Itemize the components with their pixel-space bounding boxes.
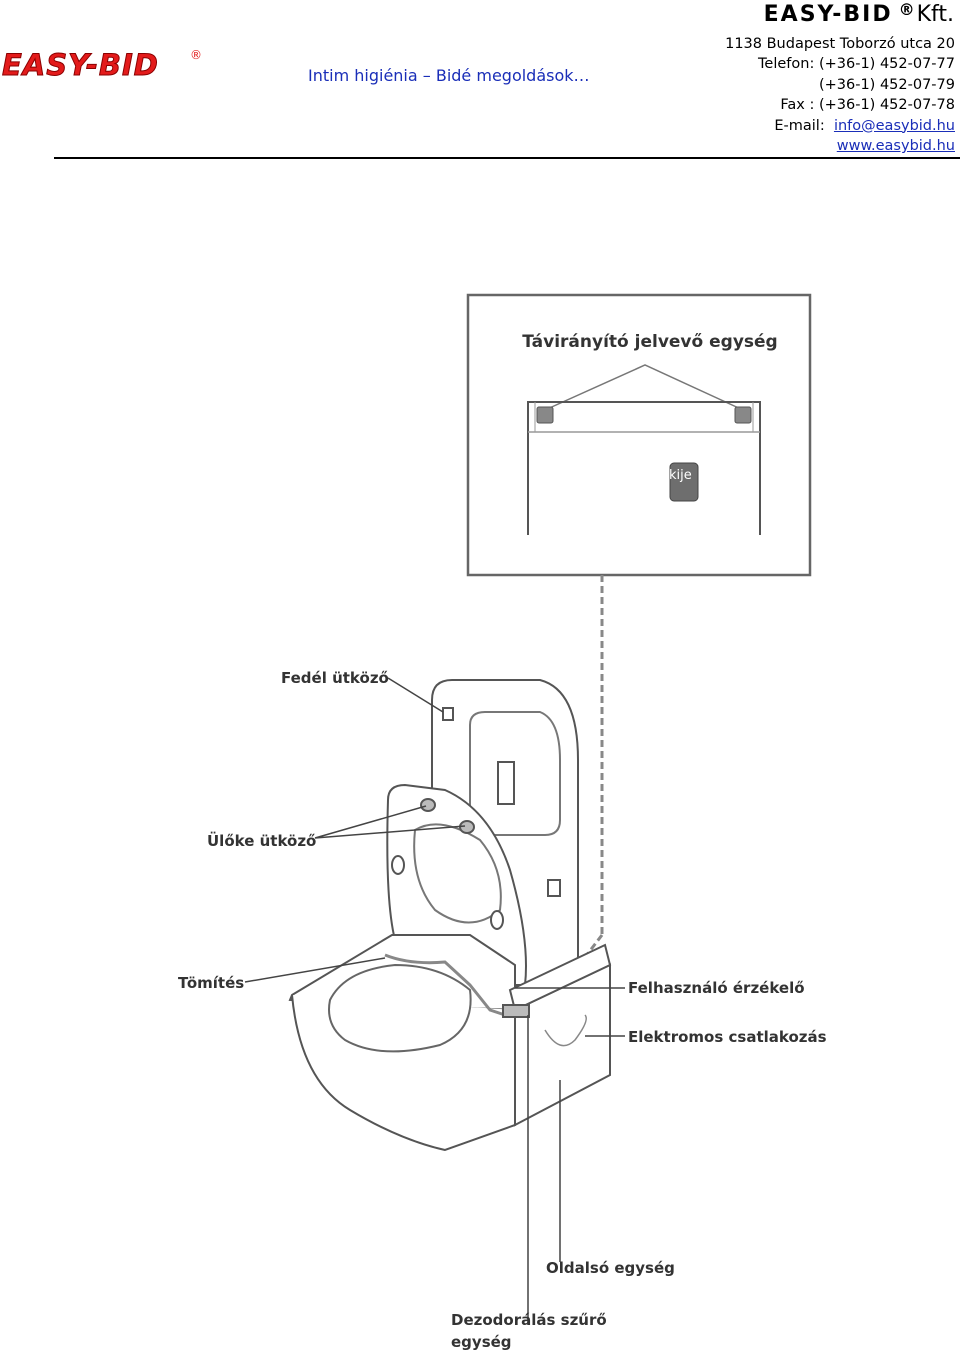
label-seat-stopper: Ülőke ütköző (207, 831, 316, 850)
inset-button (669, 462, 699, 502)
company-suffix: Kft. (916, 2, 954, 27)
email-label: E-mail: (774, 117, 825, 134)
phone-line-1: Telefon: (+36-1) 452-07-77 (725, 54, 955, 74)
company-name: EASY-BID ®Kft. (763, 0, 954, 27)
leader-lines (244, 677, 625, 1325)
easybid-logo: EASY-BID (2, 48, 159, 83)
inset-title: Távirányító jelvevő egység (522, 332, 777, 352)
header-divider (54, 157, 960, 159)
label-deodorizer-line1: Dezodorálás szűrő (451, 1311, 607, 1329)
contact-block: 1138 Budapest Toborzó utca 20 Telefon: (… (725, 34, 955, 156)
phone-2: (+36-1) 452-07-79 (818, 76, 955, 93)
receiver-right (734, 406, 752, 424)
company-name-text: EASY-BID (763, 2, 893, 27)
inset-frame (466, 293, 812, 577)
tagline: Intim higiénia – Bidé megoldások… (308, 66, 590, 85)
address: 1138 Budapest Toborzó utca 20 (725, 36, 955, 52)
logo-registered-mark: ® (190, 48, 202, 62)
company-header: EASY-BID ®Kft. (763, 0, 954, 27)
email-line: E-mail: info@easybid.hu (725, 116, 955, 136)
phone-label: Telefon: (758, 56, 815, 73)
inset-pointer-lines (544, 364, 744, 411)
company-registered-mark: ® (898, 0, 917, 19)
fax-line: Fax : (+36-1) 452-07-78 (725, 95, 955, 115)
label-side-unit: Oldalsó egység (546, 1259, 675, 1277)
label-user-sensor: Felhasználó érzékelő (628, 979, 805, 997)
phone-1: (+36-1) 452-07-77 (818, 56, 955, 73)
label-lid-stopper: Fedél ütköző (281, 669, 389, 687)
label-electrical-connection: Elektromos csatlakozás (628, 1028, 827, 1046)
inset-button-label: kije (669, 468, 692, 483)
label-seal: Tömítés (178, 974, 244, 992)
fax-label: Fax : (780, 97, 815, 114)
label-deodorizer-line2: egység (451, 1333, 512, 1351)
inset-lid-detail (527, 401, 761, 535)
toilet-illustration (288, 679, 612, 1152)
fax-number: (+36-1) 452-07-78 (818, 97, 955, 114)
receiver-left (536, 406, 554, 424)
website-link[interactable]: www.easybid.hu (836, 138, 955, 155)
email-link[interactable]: info@easybid.hu (833, 117, 955, 134)
